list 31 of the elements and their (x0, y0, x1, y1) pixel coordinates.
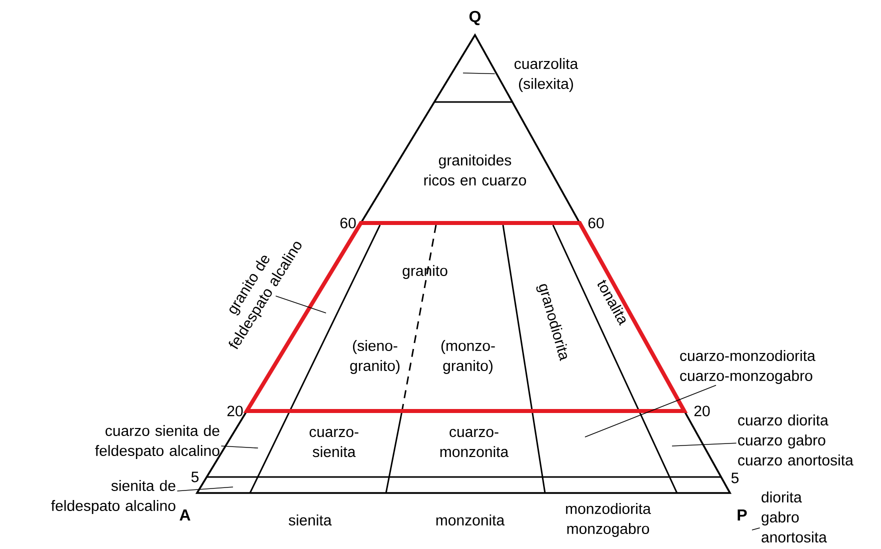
rock-name: cuarzo diorita cuarzo gabro cuarzo anortosita (738, 414, 854, 466)
field-label: monzodiorita monzogabro (566, 503, 651, 537)
boundary-value: 60 (340, 218, 356, 228)
field-label: cuarzo-monzonita (440, 428, 509, 458)
boundary-value: 5 (191, 472, 199, 482)
boundary-value: 5 (731, 472, 739, 484)
field-label: monzonita (436, 514, 505, 526)
field-label: (monzo-granito) (441, 340, 495, 374)
leader-line (672, 442, 737, 446)
vertex-label: P (738, 510, 747, 520)
field-label: sienita (288, 514, 332, 526)
rock-name: cuarzo sienita de feldespato alcalino (95, 425, 220, 459)
rock-name: sienita de feldespato alcalino (51, 480, 176, 514)
leader-line (176, 486, 234, 492)
field-label: (sieno-granito) (350, 340, 400, 374)
rock-name: cuarzo-monzodiorita cuarzo-monzogabro (680, 350, 816, 384)
boundary-value: 20 (694, 406, 710, 416)
boundary-value: 20 (227, 406, 243, 416)
rock-name: diorita gabro anortosita (762, 492, 827, 542)
rock-name: cuarzolita (silexita) (514, 58, 578, 92)
vertex-label: Q (469, 10, 481, 26)
boundary-value: 60 (588, 218, 604, 228)
leader-line (584, 384, 716, 438)
field-label: granitoides ricos en cuarzo (424, 154, 526, 186)
leader-line (752, 528, 760, 530)
field-label: granito (402, 265, 448, 279)
leader-line (220, 446, 258, 448)
leader-line (462, 72, 496, 74)
field-label: cuarzo-sienita (310, 428, 358, 458)
vertex-label: A (180, 510, 190, 520)
leader-line (275, 296, 326, 314)
